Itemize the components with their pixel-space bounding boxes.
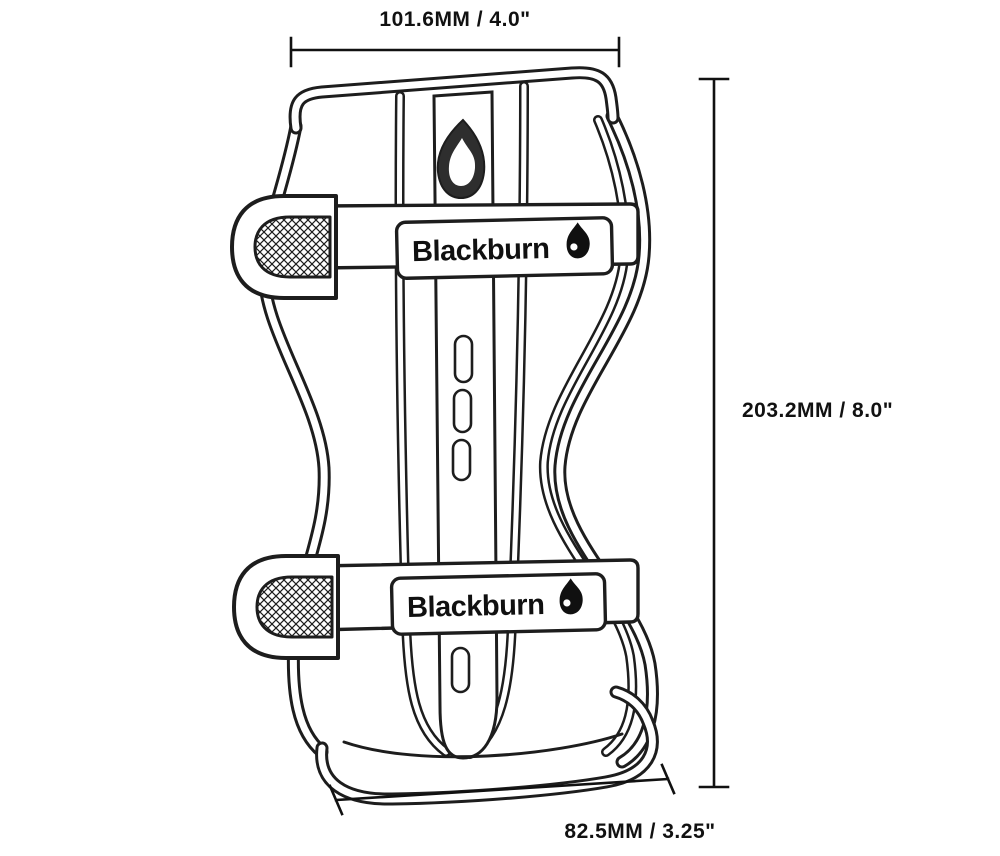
bottom-dimension-label: 82.5MM / 3.25"	[564, 820, 715, 843]
lower-brand-label: Blackburn	[389, 572, 608, 636]
base-loop	[322, 692, 653, 799]
upper-strap-buckle	[230, 194, 338, 300]
upper-brand-label: Blackburn	[394, 216, 615, 280]
center-plate	[432, 90, 499, 760]
top-dimension-line	[289, 36, 621, 68]
flame-icon-upper	[566, 222, 590, 259]
lower-label-box	[389, 572, 608, 636]
base-inner-edge	[342, 732, 624, 759]
top-dimension-label: 101.6MM / 4.0"	[379, 8, 530, 31]
lower-strap: Blackburn	[232, 554, 640, 660]
plate-slot	[453, 334, 474, 384]
right-dimension-line	[698, 77, 730, 789]
upper-label-box	[394, 216, 615, 280]
plate-slot	[451, 438, 472, 482]
lower-strap-buckle	[232, 554, 340, 660]
right-dimension-label: 203.2MM / 8.0"	[742, 399, 893, 422]
upper-strap: Blackburn	[230, 194, 640, 300]
brand-label-upper: Blackburn	[412, 233, 550, 268]
plate-slot	[452, 388, 473, 434]
dimension-annotations: 101.6MM / 4.0" 203.2MM / 8.0" 82.5MM / 3…	[289, 8, 893, 843]
flame-badge-icon	[436, 118, 486, 200]
bottom-dimension-line	[328, 763, 676, 816]
brand-label-lower: Blackburn	[407, 589, 545, 624]
plate-slot	[450, 646, 471, 694]
flame-icon-lower	[559, 578, 583, 615]
